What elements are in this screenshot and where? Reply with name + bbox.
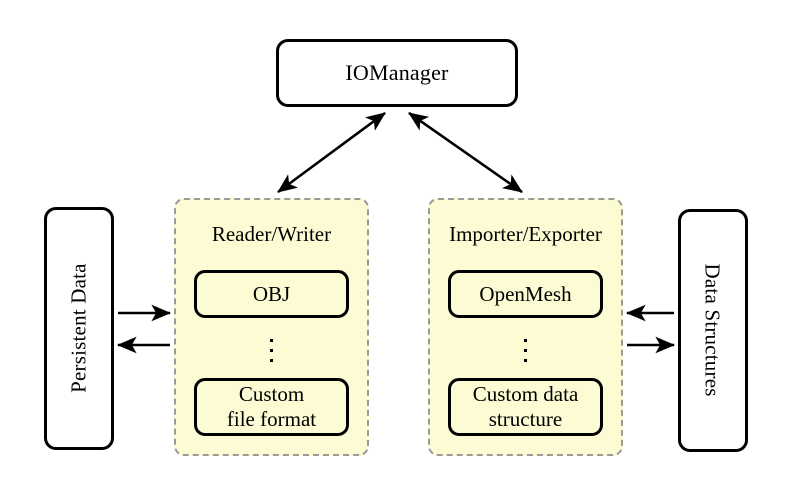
- node-data-structures-label: Data Structures: [701, 263, 726, 398]
- connector-iomanager-importerexporter: [408, 111, 523, 194]
- item-openmesh-label: OpenMesh: [479, 281, 572, 306]
- node-iomanager-label: IOManager: [345, 60, 449, 86]
- item-obj[interactable]: OBJ: [194, 270, 349, 318]
- panel-title-reader-writer: Reader/Writer: [211, 222, 332, 246]
- node-persistent-data-label: Persistent Data: [66, 263, 91, 394]
- item-obj-label: OBJ: [252, 281, 291, 306]
- node-persistent-data[interactable]: Persistent Data: [44, 207, 114, 450]
- panel-title-importer-exporter: Importer/Exporter: [449, 222, 602, 246]
- connector-iomanager-readerwriter: [277, 111, 386, 194]
- item-openmesh[interactable]: OpenMesh: [448, 270, 603, 318]
- vertical-ellipsis-icon: [176, 328, 367, 372]
- node-data-structures[interactable]: Data Structures: [678, 209, 748, 452]
- node-iomanager[interactable]: IOManager: [276, 39, 518, 107]
- vertical-ellipsis-icon: [430, 328, 621, 372]
